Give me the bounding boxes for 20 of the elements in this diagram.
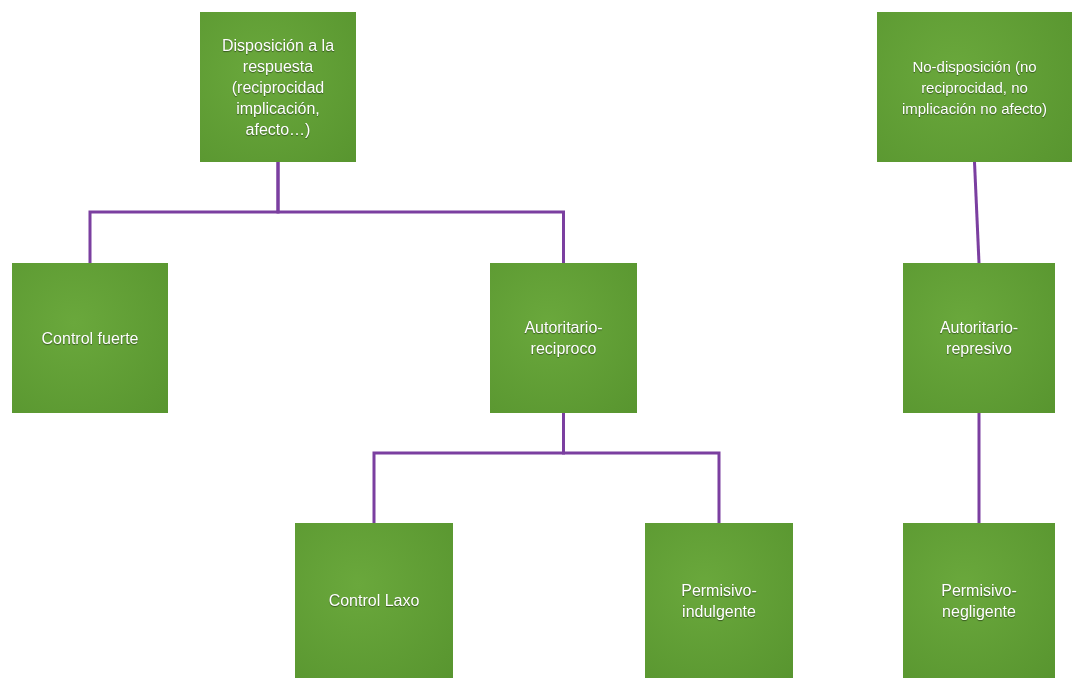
category-box	[645, 523, 793, 678]
node-label: No-disposición (no reciprocidad, no implicación no afecto)	[900, 56, 1049, 119]
node-label: Control Laxo	[327, 591, 421, 611]
node-label: Control fuerte	[40, 328, 140, 349]
node-label: Autoritario-represivo	[938, 318, 1020, 359]
node-label: Autoritario-reciproco	[523, 318, 604, 359]
category-box	[903, 263, 1055, 413]
node-label: Permisivo-negligente	[940, 580, 1018, 622]
node-label: Permisivo-indulgente	[680, 580, 758, 622]
category-box	[490, 263, 637, 413]
category-box	[877, 12, 1072, 162]
connector-line	[973, 161, 981, 264]
category-box	[295, 523, 453, 678]
node-label: Disposición a la respuesta (reciprocidad implicación, afecto…)	[220, 35, 336, 140]
connector-line	[977, 413, 981, 523]
category-box	[903, 523, 1055, 678]
connector-line	[562, 413, 721, 523]
category-box	[200, 12, 356, 162]
category-box	[12, 263, 168, 413]
connector-line	[276, 162, 565, 263]
